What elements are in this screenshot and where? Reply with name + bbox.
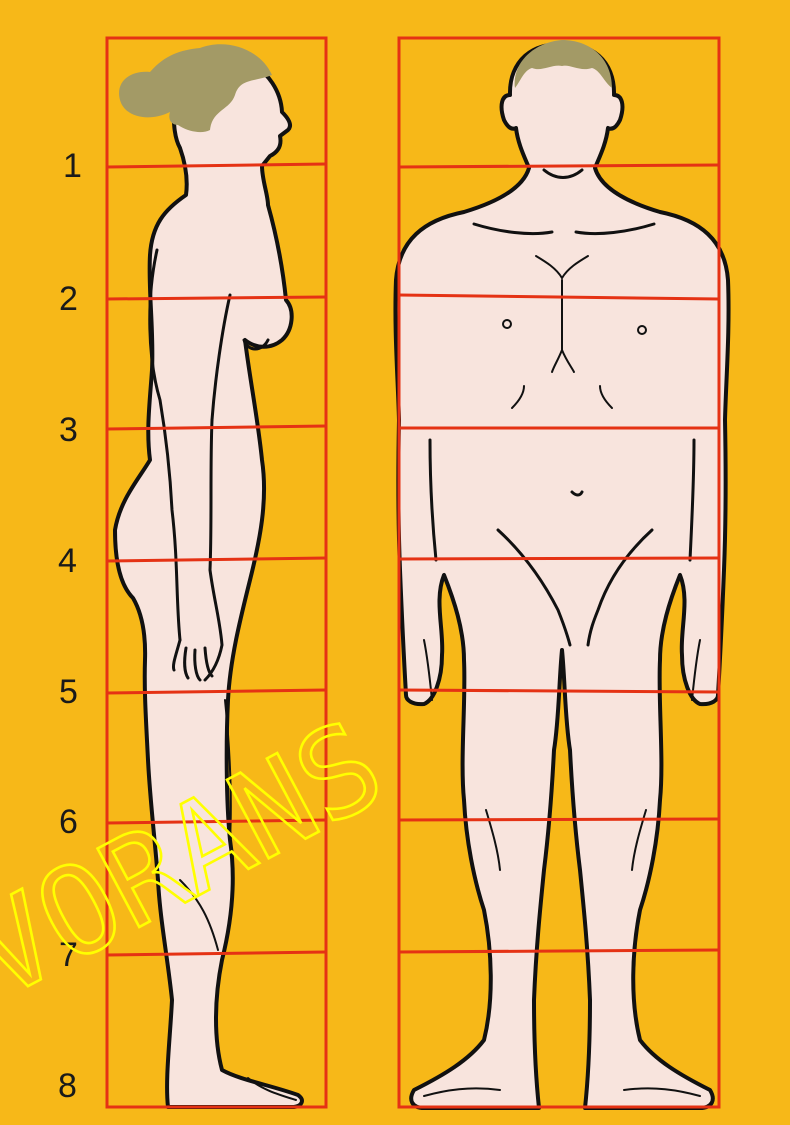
- scale-label-2: 2: [59, 280, 78, 318]
- male-figure: [395, 40, 728, 1108]
- scale-label-8: 8: [58, 1067, 77, 1105]
- scale-label-1: 1: [63, 147, 82, 185]
- scale-label-3: 3: [59, 411, 78, 449]
- scale-label-4: 4: [58, 542, 77, 580]
- scale-label-5: 5: [59, 673, 78, 711]
